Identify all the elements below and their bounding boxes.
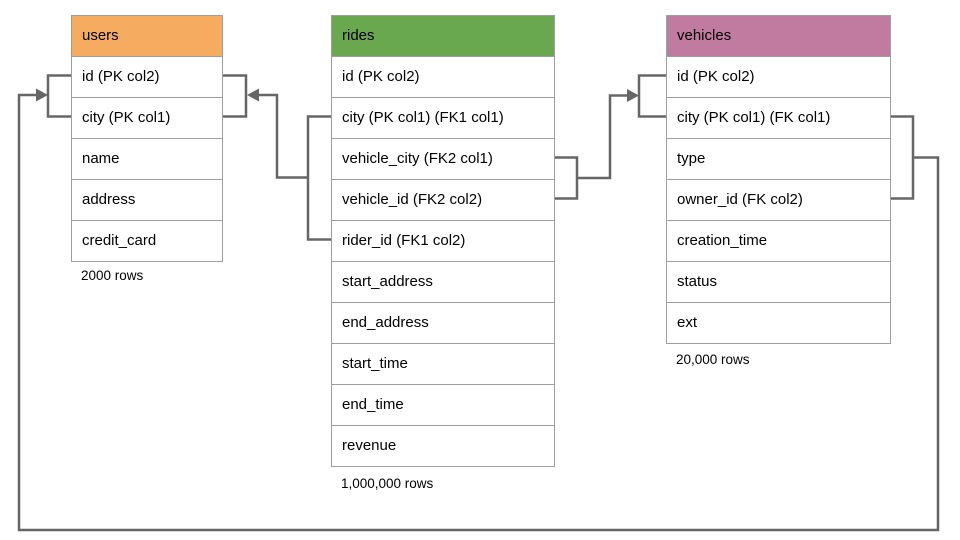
table-row: id (PK col2) — [72, 56, 222, 97]
table-row: start_address — [332, 261, 554, 302]
table-row: end_address — [332, 302, 554, 343]
arrowhead-right-icon — [36, 88, 48, 102]
arrowhead-left-icon — [247, 88, 259, 102]
table-users: users id (PK col2) city (PK col1) name a… — [71, 15, 223, 262]
users-row-count: 2000 rows — [81, 268, 144, 283]
table-row: city (PK col1) (FK1 col1) — [332, 97, 554, 138]
table-vehicles-header: vehicles — [667, 16, 890, 56]
table-row: vehicle_id (FK2 col2) — [332, 179, 554, 220]
rides-row-count: 1,000,000 rows — [341, 476, 434, 491]
relationship-rides-to-users-line — [221, 74, 331, 241]
relationship-rides-to-vehicles-line — [553, 74, 666, 200]
table-row: revenue — [332, 425, 554, 466]
table-row: id (PK col2) — [667, 56, 890, 97]
table-row: type — [667, 138, 890, 179]
table-row: status — [667, 261, 890, 302]
table-row: name — [72, 138, 222, 179]
table-row: creation_time — [667, 220, 890, 261]
table-row: city (PK col1) — [72, 97, 222, 138]
table-rides: rides id (PK col2) city (PK col1) (FK1 c… — [331, 15, 555, 467]
table-rides-header: rides — [332, 16, 554, 56]
table-row: city (PK col1) (FK col1) — [667, 97, 890, 138]
table-row: credit_card — [72, 220, 222, 261]
table-users-header: users — [72, 16, 222, 56]
vehicles-row-count: 20,000 rows — [676, 352, 750, 367]
table-row: rider_id (FK1 col2) — [332, 220, 554, 261]
table-vehicles: vehicles id (PK col2) city (PK col1) (FK… — [666, 15, 891, 344]
arrowhead-right-icon — [627, 89, 639, 102]
table-row: owner_id (FK col2) — [667, 179, 890, 220]
relationship-vehicles-to-users-line — [17, 74, 940, 532]
table-row: id (PK col2) — [332, 56, 554, 97]
table-row: end_time — [332, 384, 554, 425]
table-row: ext — [667, 302, 890, 343]
table-row: vehicle_city (FK2 col1) — [332, 138, 554, 179]
table-row: start_time — [332, 343, 554, 384]
table-row: address — [72, 179, 222, 220]
